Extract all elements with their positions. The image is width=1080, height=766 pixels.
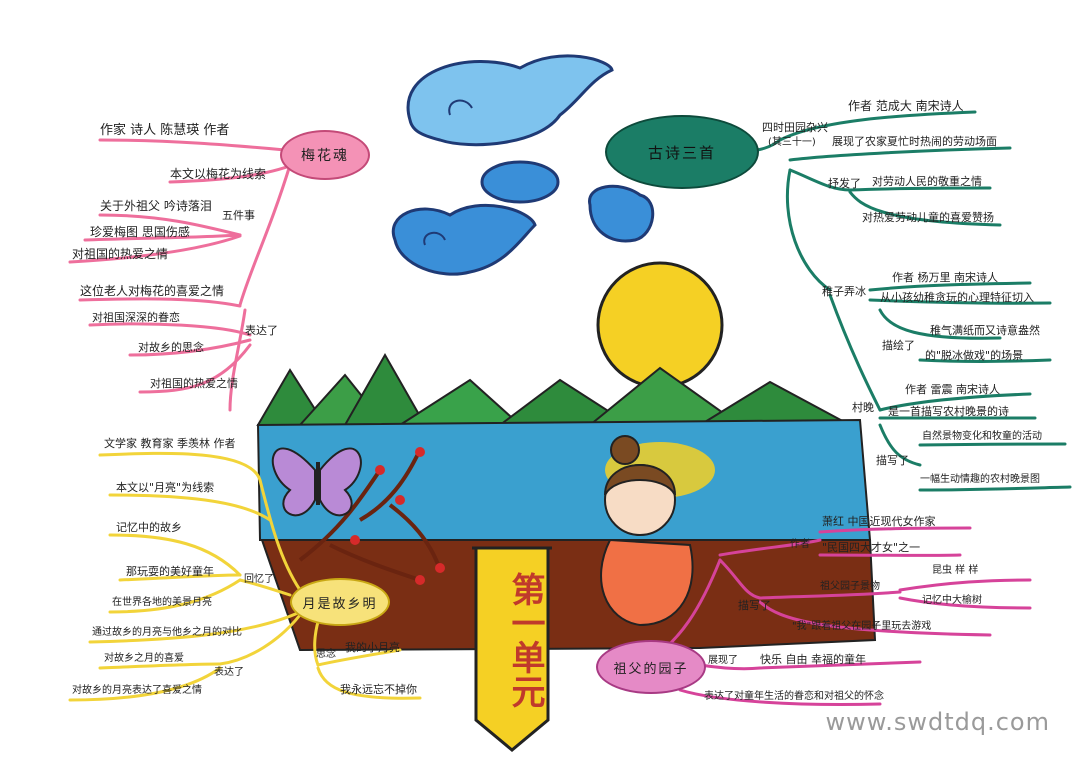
magenta-branch-lines [648,526,1032,706]
hub-magenta-title: 祖父的园子 [613,661,689,677]
hub-green: 古诗三首 [605,115,759,189]
green-label-c2: 是一首描写农村晚景的诗 [888,405,1009,418]
yellow-label-6: 在世界各地的美景月亮 [112,597,212,608]
hub-magenta: 祖父的园子 [596,640,706,694]
pink-label-4: 珍爱梅图 思国伤感 [90,225,190,239]
unit-banner-text: 第一单元 [505,572,545,708]
yellow-label-4: 那玩耍的美好童年 [126,565,214,578]
green-label-a4: 对劳动人民的敬重之情 [872,175,982,188]
yellow-label-5: 回忆了 [244,574,274,585]
magenta-label-10: 快乐 自由 幸福的童年 [760,653,866,666]
magenta-label-5: 祖父园子景物 [820,581,880,592]
butterfly [271,447,362,517]
pink-label-10: 表达了 [245,324,278,337]
magenta-label-7: 记忆中大榆树 [922,595,982,606]
pink-label-11: 对祖国的热爱之情 [150,377,238,390]
green-branch-lines [743,110,1072,492]
green-label-c5: 一幅生动情趣的农村晚景图 [920,474,1040,485]
green-label-c4: 描写了 [876,454,909,467]
yellow-label-2: 本文以"月亮"为线索 [116,481,215,494]
magenta-label-9: 展现了 [708,655,738,666]
magenta-label-11: 表达了对童年生活的眷恋和对祖父的怀念 [704,691,884,702]
magenta-label-3: "民国四大才女"之一 [822,541,921,554]
hub-green-title: 古诗三首 [647,143,716,162]
yellow-label-9: 表达了 [214,667,244,678]
yellow-branch-lines [68,451,422,702]
green-label-b3: 描绘了 [882,339,915,352]
pink-label-7: 这位老人对梅花的喜爱之情 [80,284,225,298]
hub-yellow-title: 月是故乡明 [302,596,378,612]
child-figure [600,435,694,627]
green-label-c1: 作者 雷震 南宋诗人 [905,383,1000,396]
green-label-b2: 从小孩幼稚贪玩的心理特征切入 [880,291,1034,304]
magenta-label-4: 描写了 [738,599,771,612]
yellow-label-1: 文学家 教育家 季羡林 作者 [104,437,236,450]
cloud-small-2 [588,184,655,243]
pink-label-6: 对祖国的热爱之情 [72,247,169,261]
yellow-label-10: 对故乡的月亮表达了喜爱之情 [72,685,202,696]
green-label-a5: 对热爱劳动儿童的喜爱赞扬 [862,211,994,224]
watermark: www.swdtdq.com [825,708,1050,736]
yellow-label-8: 对故乡之月的喜爱 [104,653,184,664]
green-label-a2: 展现了农家夏忙时热闹的劳动场面 [832,135,997,148]
pink-label-9: 对故乡的思念 [138,341,204,354]
pink-label-1: 作家 诗人 陈慧瑛 作者 [100,123,230,138]
green-label-a3: 抒发了 [828,177,861,190]
yellow-label-13: 我永远忘不掉你 [340,683,417,696]
pink-label-5: 五件事 [222,209,255,222]
hub-pink: 梅花魂 [280,130,370,180]
green-poem-1: 四时田园杂兴 [762,121,828,134]
green-label-b1: 作者 杨万里 南宋诗人 [892,271,998,284]
magenta-label-8: "我"跟着祖父在园子里玩去游戏 [792,621,932,632]
hub-pink-title: 梅花魂 [301,148,349,164]
cloud-small-1 [480,160,560,204]
yellow-label-12: 我的小月亮 [345,641,400,654]
pink-branch-lines [68,138,302,412]
magenta-label-6: 昆虫 样 样 [932,565,979,576]
pink-label-2: 本文以梅花为线索 [170,167,267,181]
green-poem-3: 村晚 [852,401,874,414]
cloud-left [391,203,537,276]
magenta-label-1: 萧红 中国近现代女作家 [822,515,936,528]
magenta-label-2: 作者 [790,539,810,550]
green-label-c3: 自然景物变化和牧童的活动 [922,431,1042,442]
green-poem-1b: (其三十一) [768,137,816,148]
mountains [256,352,851,426]
yellow-label-7: 通过故乡的月亮与他乡之月的对比 [92,627,242,638]
yellow-label-11: 思念 [316,649,336,660]
green-label-b4: 稚气满纸而又诗意盎然 [930,324,1040,337]
plum-branch [298,447,445,585]
green-poem-2: 稚子弄冰 [822,285,866,298]
soil [260,539,877,652]
pink-label-8: 对祖国深深的眷恋 [92,311,180,324]
green-label-b5: 的"脱冰做戏"的场景 [925,349,1024,362]
hub-yellow: 月是故乡明 [290,578,390,626]
cloud-large [406,54,614,147]
pink-label-3: 关于外祖父 吟诗落泪 [100,199,212,213]
yellow-label-3: 记忆中的故乡 [116,521,182,534]
green-label-a1: 作者 范成大 南宋诗人 [848,99,964,113]
